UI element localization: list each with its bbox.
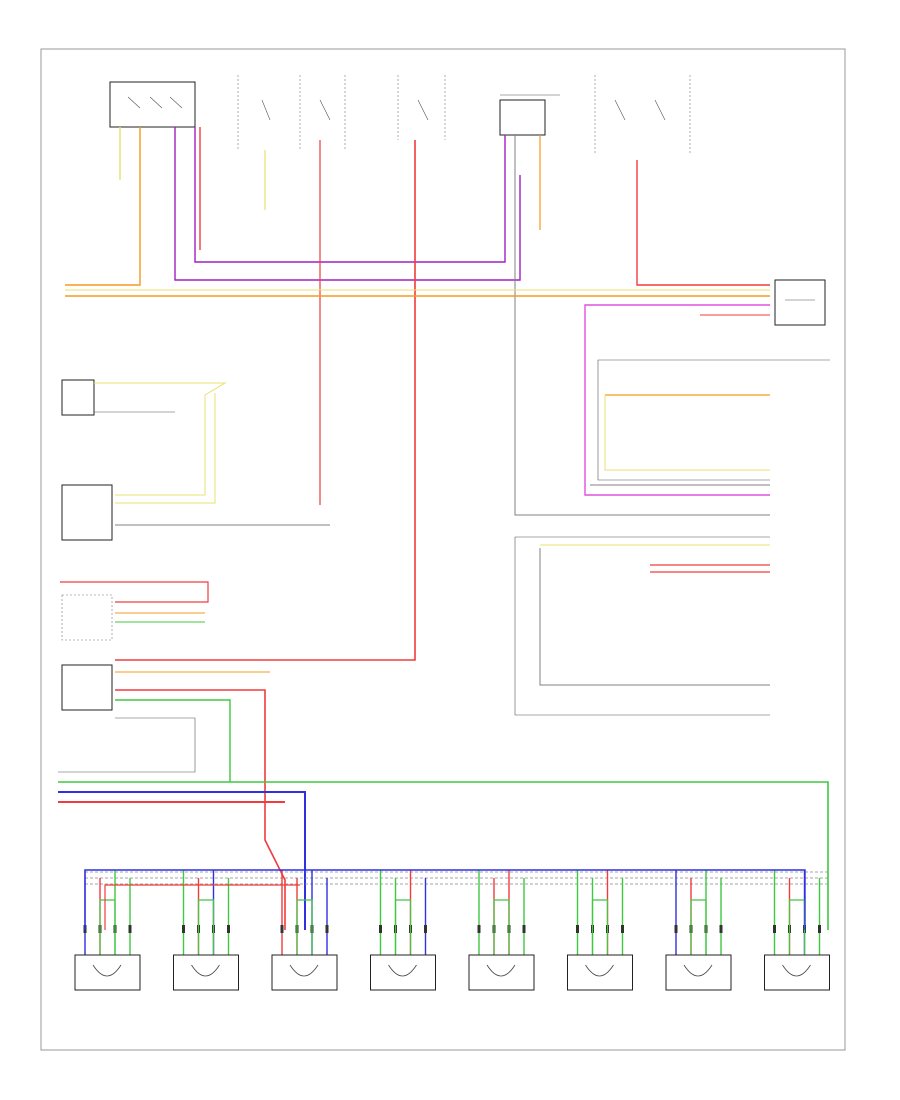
bottom-component-b1	[74, 954, 141, 991]
bottom-loop	[296, 899, 313, 955]
bottom-pin	[325, 925, 329, 933]
bottom-loop	[493, 899, 510, 955]
page-border	[40, 48, 846, 1051]
bottom-component-b2	[173, 954, 239, 991]
top-component-c5	[499, 94, 560, 136]
right-component-r3	[514, 536, 770, 716]
bottom-blue-run	[84, 869, 806, 930]
bottom-component-b6	[567, 954, 633, 991]
bottom-component-b8	[764, 954, 830, 991]
bottom-pin	[522, 925, 526, 933]
bottom-component-b4	[370, 954, 436, 991]
bottom-component-b7	[665, 954, 732, 991]
bottom-pin	[477, 925, 481, 933]
wires-bottom-modules	[83, 869, 821, 955]
bottom-loop	[394, 899, 412, 955]
bottom-pin	[674, 925, 678, 933]
bottom-loop	[591, 899, 609, 955]
bottom-red-run	[104, 884, 300, 930]
bottom-loop	[99, 899, 116, 955]
top-component-c2	[237, 75, 301, 150]
bottom-pin	[818, 925, 821, 933]
top-component-c6	[594, 75, 691, 155]
left-component-l4	[58, 664, 286, 930]
wires-top	[65, 127, 770, 661]
bottom-pin	[576, 925, 579, 933]
bottom-pin	[719, 925, 723, 933]
bottom-pin	[280, 925, 284, 933]
bottom-component-b3	[271, 954, 338, 991]
bottom-pin	[621, 925, 624, 933]
left-component-l1	[61, 379, 227, 496]
bottom-pin	[128, 925, 132, 933]
top-component-c1	[109, 81, 196, 128]
right-component-r1	[774, 279, 826, 326]
bottom-pin	[773, 925, 776, 933]
wires-bottom-bus	[58, 781, 829, 930]
bottom-loop	[690, 899, 707, 955]
bottom-component-b5	[468, 954, 535, 991]
bottom-pin	[227, 925, 230, 933]
left-component-l2	[61, 393, 330, 541]
top-component-c4	[397, 75, 446, 140]
left-component-l3	[60, 581, 209, 641]
top-component-c3	[319, 75, 346, 150]
bottom-pin	[182, 925, 185, 933]
right-component-r2	[590, 359, 830, 486]
bottom-pin	[379, 925, 382, 933]
bottom-loop	[197, 899, 215, 955]
bottom-modules	[74, 954, 830, 991]
bottom-loop	[788, 899, 806, 955]
bottom-pin	[424, 925, 427, 933]
